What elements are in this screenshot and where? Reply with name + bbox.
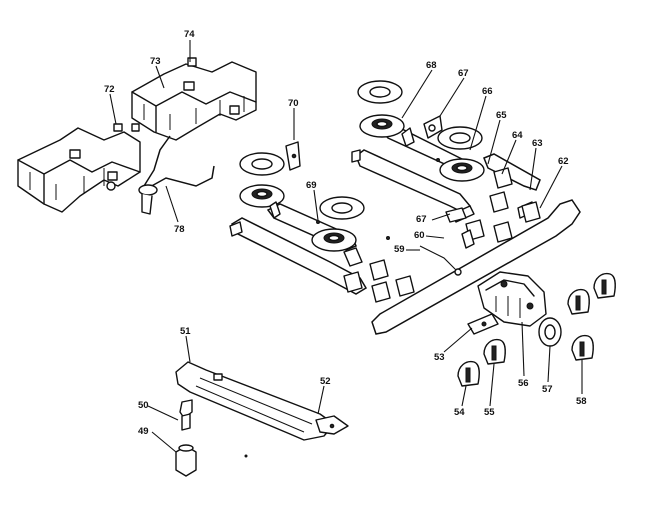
regulator-valve-56 <box>477 271 547 327</box>
screw-dot <box>436 158 440 162</box>
knob-insert-57 <box>538 317 562 347</box>
callout-59: 59 <box>394 244 405 255</box>
callout-63: 63 <box>532 138 543 149</box>
burner-bracket-52 <box>315 415 349 435</box>
callout-labels: 74 73 72 70 78 68 67 66 65 64 63 62 69 6… <box>104 29 587 437</box>
screw-dot <box>244 454 248 458</box>
burner-head-center <box>311 228 357 252</box>
burner-manifold <box>230 123 581 335</box>
callout-49: 49 <box>138 426 149 437</box>
callout-73: 73 <box>150 56 161 67</box>
burner-head-66 <box>439 158 485 182</box>
callout-68: 68 <box>426 60 437 71</box>
callout-72: 72 <box>104 84 115 95</box>
callout-52: 52 <box>320 376 331 387</box>
knob-58 <box>571 334 594 361</box>
knob-55 <box>483 338 506 365</box>
callout-54: 54 <box>454 407 465 418</box>
igniter-electrodes <box>229 127 535 237</box>
callout-51: 51 <box>180 326 191 337</box>
burner-cap-right <box>437 126 483 150</box>
callout-55: 55 <box>484 407 495 418</box>
burner-cap-rear-right <box>357 80 403 104</box>
knob-upper-right <box>567 288 590 315</box>
callout-60: 60 <box>414 230 425 241</box>
callout-58: 58 <box>576 396 587 407</box>
callout-50: 50 <box>138 400 149 411</box>
callout-53: 53 <box>434 352 445 363</box>
callout-57: 57 <box>542 384 553 395</box>
callout-66: 66 <box>482 86 493 97</box>
burner-head-center-left <box>319 196 365 220</box>
elbow-49 <box>175 444 197 477</box>
screw-dot <box>316 220 320 224</box>
screw-dot <box>386 236 390 240</box>
callout-74: 74 <box>184 29 195 40</box>
clip-67 <box>423 115 443 139</box>
burner-head-front-left <box>239 184 285 208</box>
callout-67-lower: 67 <box>416 214 427 225</box>
callout-70: 70 <box>288 98 299 109</box>
burner-head-rear-left <box>239 152 285 176</box>
burner-support-bracket-72 <box>17 127 141 213</box>
bracket-53 <box>467 313 499 335</box>
burner-head-68 <box>359 114 405 138</box>
callout-64: 64 <box>512 130 523 141</box>
callout-69: 69 <box>306 180 317 191</box>
leader-lines <box>109 40 583 453</box>
oven-burner-51 <box>175 361 335 441</box>
knob-far-right <box>593 272 616 299</box>
orifice-67-lower <box>445 207 475 249</box>
bracket-70 <box>285 141 301 171</box>
burner-support-bracket-73 <box>131 61 257 141</box>
orifice-50 <box>179 399 193 431</box>
callout-67-top: 67 <box>458 68 469 79</box>
callout-62: 62 <box>558 156 569 167</box>
capillary-tube-60 <box>419 245 462 276</box>
bracket-clip-74 <box>113 57 197 132</box>
callout-78: 78 <box>174 224 185 235</box>
callout-65: 65 <box>496 110 507 121</box>
knob-54 <box>457 360 480 387</box>
gas-line-assembly-78 <box>138 135 215 215</box>
callout-56: 56 <box>518 378 529 389</box>
